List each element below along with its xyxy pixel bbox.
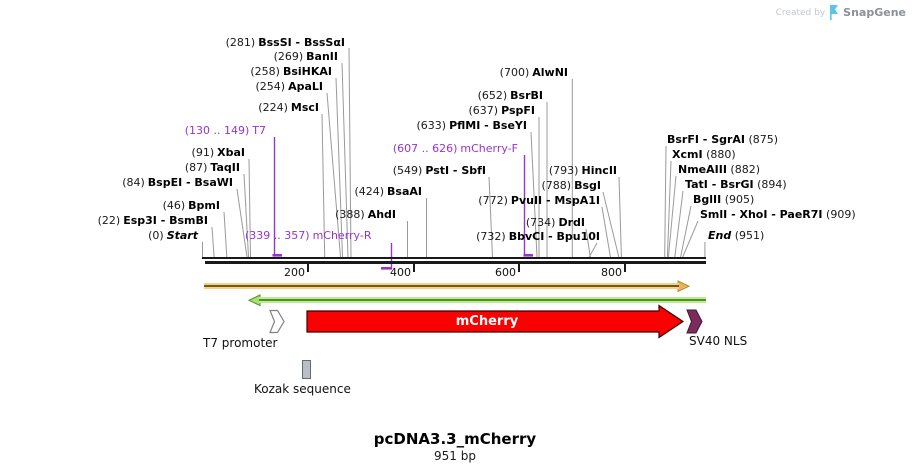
site-label-apali: (254)ApaLI xyxy=(255,80,323,93)
ruler-label-200: 200 xyxy=(284,266,305,279)
t7-promoter-arrow xyxy=(269,309,285,334)
sequence-bar-bottom xyxy=(205,261,706,264)
site-label-bpmi: (46)BpmI xyxy=(162,199,220,212)
amplicon-arrowhead-right xyxy=(677,280,691,293)
snapgene-brand-text: SnapGene xyxy=(843,6,906,19)
site-label-bsihkai: (258)BsiHKAI xyxy=(250,65,332,78)
site-label-start: (0)Start xyxy=(148,229,198,242)
site-label-bsaai: (424)BsaAI xyxy=(354,185,422,198)
site-label-end: End (951) xyxy=(708,229,765,242)
ruler-tick-600 xyxy=(518,264,520,272)
site-label-xbai: (91)XbaI xyxy=(191,146,245,159)
primer-label-mcherry-f: (607 .. 626)mCherry-F xyxy=(392,142,518,155)
site-label-tati: TatI - BsrGI (894) xyxy=(685,178,787,191)
site-label-pvuii: (772)PvuII - MspA1I xyxy=(478,194,600,207)
site-label-bsrfi: BsrFI - SgrAI (875) xyxy=(667,133,779,146)
reverse-product-track xyxy=(259,297,706,303)
site-label-taqii: (87)TaqII xyxy=(184,161,240,174)
site-label-alwni: (700)AlwNI xyxy=(499,66,568,79)
created-by-text: Created by xyxy=(775,7,826,18)
mcherry-label: mCherry xyxy=(455,314,519,329)
site-label-smli: SmlI - XhoI - PaeR7I (909) xyxy=(700,208,856,221)
snapgene-watermark: Created by SnapGene xyxy=(776,5,906,20)
site-label-hincii: (793)HincII xyxy=(548,164,617,177)
primer-label-mcherry-r: (339 .. 357)mCherry-R xyxy=(245,229,372,242)
site-label-esp3i: (22)Esp3I - BsmBI xyxy=(97,214,208,227)
site-label-ahdi: (388)AhdI xyxy=(335,208,396,221)
ruler-label-400: 400 xyxy=(390,266,411,279)
ruler-tick-800 xyxy=(624,264,626,272)
sequence-bar-top xyxy=(202,257,706,259)
amplicon-track xyxy=(204,283,679,289)
kozak-marker xyxy=(302,360,311,379)
kozak-label: Kozak sequence xyxy=(254,382,351,396)
site-label-psti: (549)PstI - SbfI xyxy=(392,164,486,177)
site-label-bsrbi: (652)BsrBI xyxy=(477,89,543,102)
ruler-label-600: 600 xyxy=(495,266,516,279)
site-label-nmeaiii: NmeAIII (882) xyxy=(678,163,761,176)
site-label-banii: (269)BanII xyxy=(273,50,338,63)
ruler-label-800: 800 xyxy=(601,266,622,279)
site-label-xcmi: XcmI (880) xyxy=(672,148,736,161)
map-length: 951 bp xyxy=(434,449,476,463)
sv40-nls-label: SV40 NLS xyxy=(689,334,748,348)
snapgene-logo-icon xyxy=(830,5,839,20)
site-label-msci: (224)MscI xyxy=(258,101,319,114)
sv40-nls-arrow xyxy=(686,309,703,334)
site-label-bbvci: (732)BbvCI - Bpu10I xyxy=(476,230,600,243)
site-label-pflmi: (633)PflMI - BseYI xyxy=(416,119,527,132)
site-label-bspei: (84)BspEI - BsaWI xyxy=(122,176,233,189)
site-label-bglii: BglII (905) xyxy=(693,193,755,206)
ruler-tick-400 xyxy=(413,264,415,272)
site-label-bsgi: (788)BsgI xyxy=(541,179,602,192)
site-label-bsssi: (281)BssSI - BssSαI xyxy=(225,36,345,49)
ruler-tick-200 xyxy=(307,264,309,272)
map-title: pcDNA3.3_mCherry xyxy=(373,430,537,448)
primer-label-t7: (130 .. 149)T7 xyxy=(184,124,266,137)
site-label-drdi: (734)DrdI xyxy=(525,216,585,229)
site-label-pspfi: (637)PspFI xyxy=(468,104,536,117)
t7-promoter-label: T7 promoter xyxy=(203,336,278,350)
